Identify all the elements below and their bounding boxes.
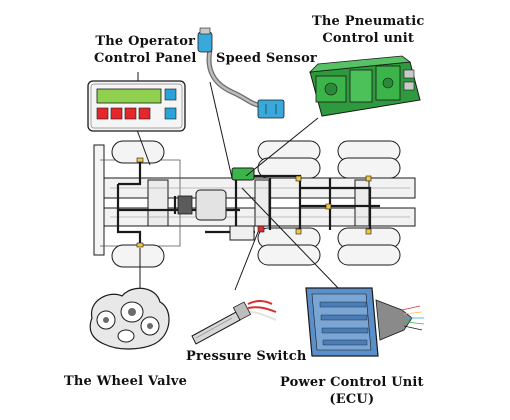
label-pressure-switch: Pressure Switch — [186, 349, 307, 364]
panel-button-red — [138, 107, 151, 120]
wheel-rear-right-4 — [337, 244, 401, 266]
panel-button-blue — [164, 107, 177, 120]
leader-lines — [136, 72, 341, 291]
air-tank — [177, 189, 255, 241]
wheel-rear-right-2 — [257, 244, 321, 266]
label-wheel-valve: The Wheel Valve — [64, 374, 188, 389]
label-speed-sensor: Speed Sensor — [216, 51, 317, 66]
valve-connectors — [136, 157, 372, 248]
panel-display — [96, 88, 162, 104]
label-power-control-unit: Power Control Unit (ECU) — [280, 374, 424, 408]
pneumatic-control-unit — [308, 55, 421, 117]
label-line: (ECU) — [329, 392, 375, 407]
label-line: Power Control Unit — [280, 375, 424, 390]
chassis-control-module — [231, 167, 255, 181]
speed-sensor-tip — [197, 31, 213, 53]
wheel-front-right — [111, 244, 165, 268]
panel-button-red — [110, 107, 123, 120]
label-line: The Operator — [95, 34, 196, 49]
label-line: The Pneumatic — [312, 14, 425, 29]
label-line: Control unit — [322, 31, 415, 46]
pressure-switch — [191, 300, 277, 345]
label-pneumatic-control-unit: The Pneumatic Control unit — [312, 13, 425, 47]
panel-button-red — [124, 107, 137, 120]
wheel-rear-left-2 — [257, 157, 321, 179]
panel-button-red — [96, 107, 109, 120]
wheels — [111, 140, 401, 268]
wheel-front-left — [111, 140, 165, 164]
wheel-rear-left-4 — [337, 157, 401, 179]
speed-sensor-connector — [257, 99, 285, 119]
label-line: Control Panel — [94, 51, 197, 66]
power-control-unit — [305, 287, 425, 357]
label-operator-control-panel: The Operator Control Panel — [94, 33, 197, 67]
wheel-valve — [89, 287, 170, 350]
panel-button-blue — [164, 88, 177, 101]
operator-control-panel — [87, 80, 186, 132]
speed-sensor — [197, 27, 285, 119]
pressure-switch-mount — [257, 225, 265, 233]
